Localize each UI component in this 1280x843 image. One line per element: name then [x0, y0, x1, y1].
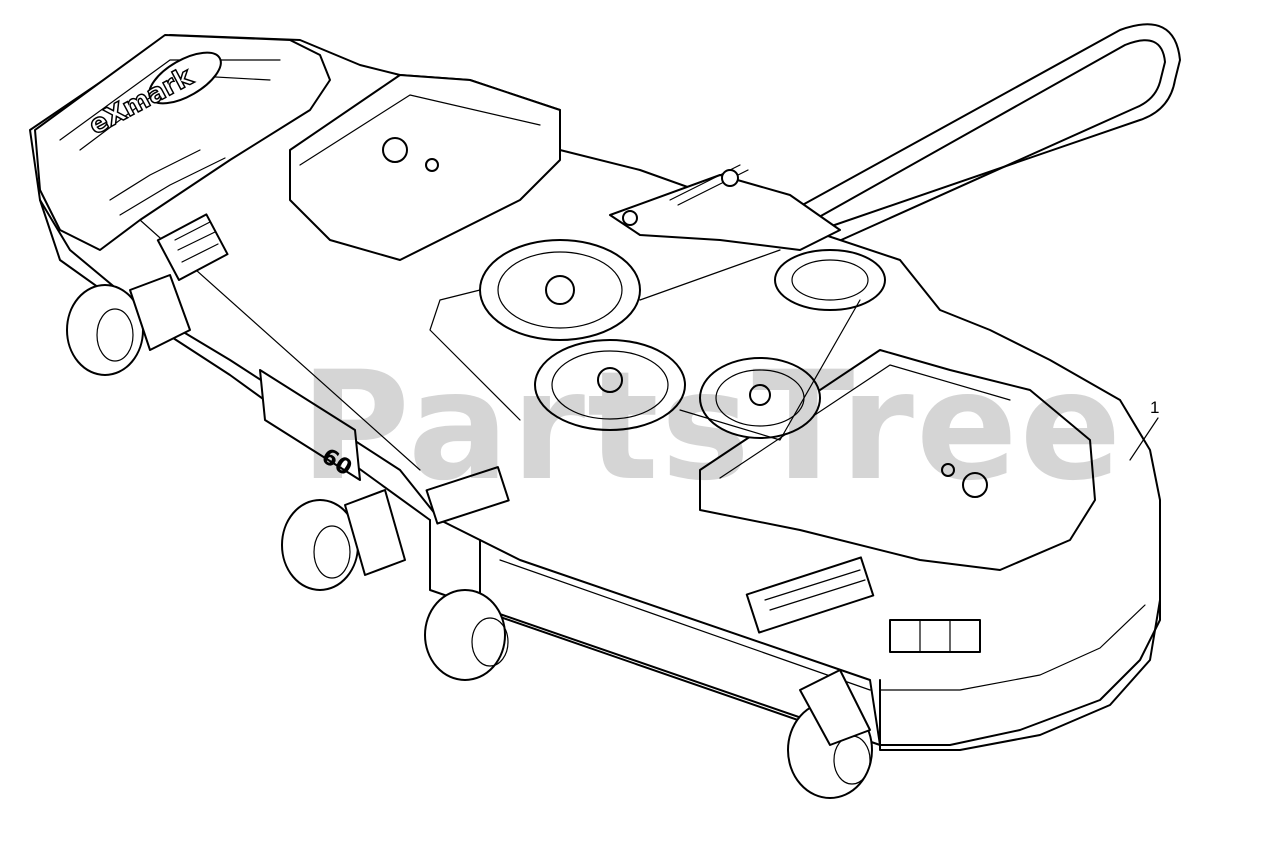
decal-icon: [889, 619, 981, 653]
belt-icon: [429, 249, 861, 441]
wheel-icon[interactable]: [787, 669, 873, 799]
callout-leader-line: [1129, 417, 1159, 461]
wheel-icon[interactable]: [424, 589, 509, 681]
callout-label-1[interactable]: 1: [1150, 398, 1160, 417]
pulley-icon[interactable]: [479, 239, 641, 341]
pulley-icon[interactable]: [534, 339, 686, 431]
wheel-icon[interactable]: [281, 489, 406, 591]
pulley-icon[interactable]: [774, 249, 886, 311]
pulley-icon[interactable]: [699, 357, 821, 439]
left-spindle-cover: [289, 74, 561, 261]
wheel-icon[interactable]: [66, 274, 191, 376]
decal-icon: [156, 213, 229, 281]
spring-icon[interactable]: [609, 164, 841, 251]
decal-icon: [745, 556, 875, 634]
left-deck-cover: eXmark: [34, 34, 331, 251]
deck-size-plate: 60: [259, 369, 361, 481]
decal-icon: [425, 466, 510, 525]
drive-belt[interactable]: [629, 23, 1181, 313]
